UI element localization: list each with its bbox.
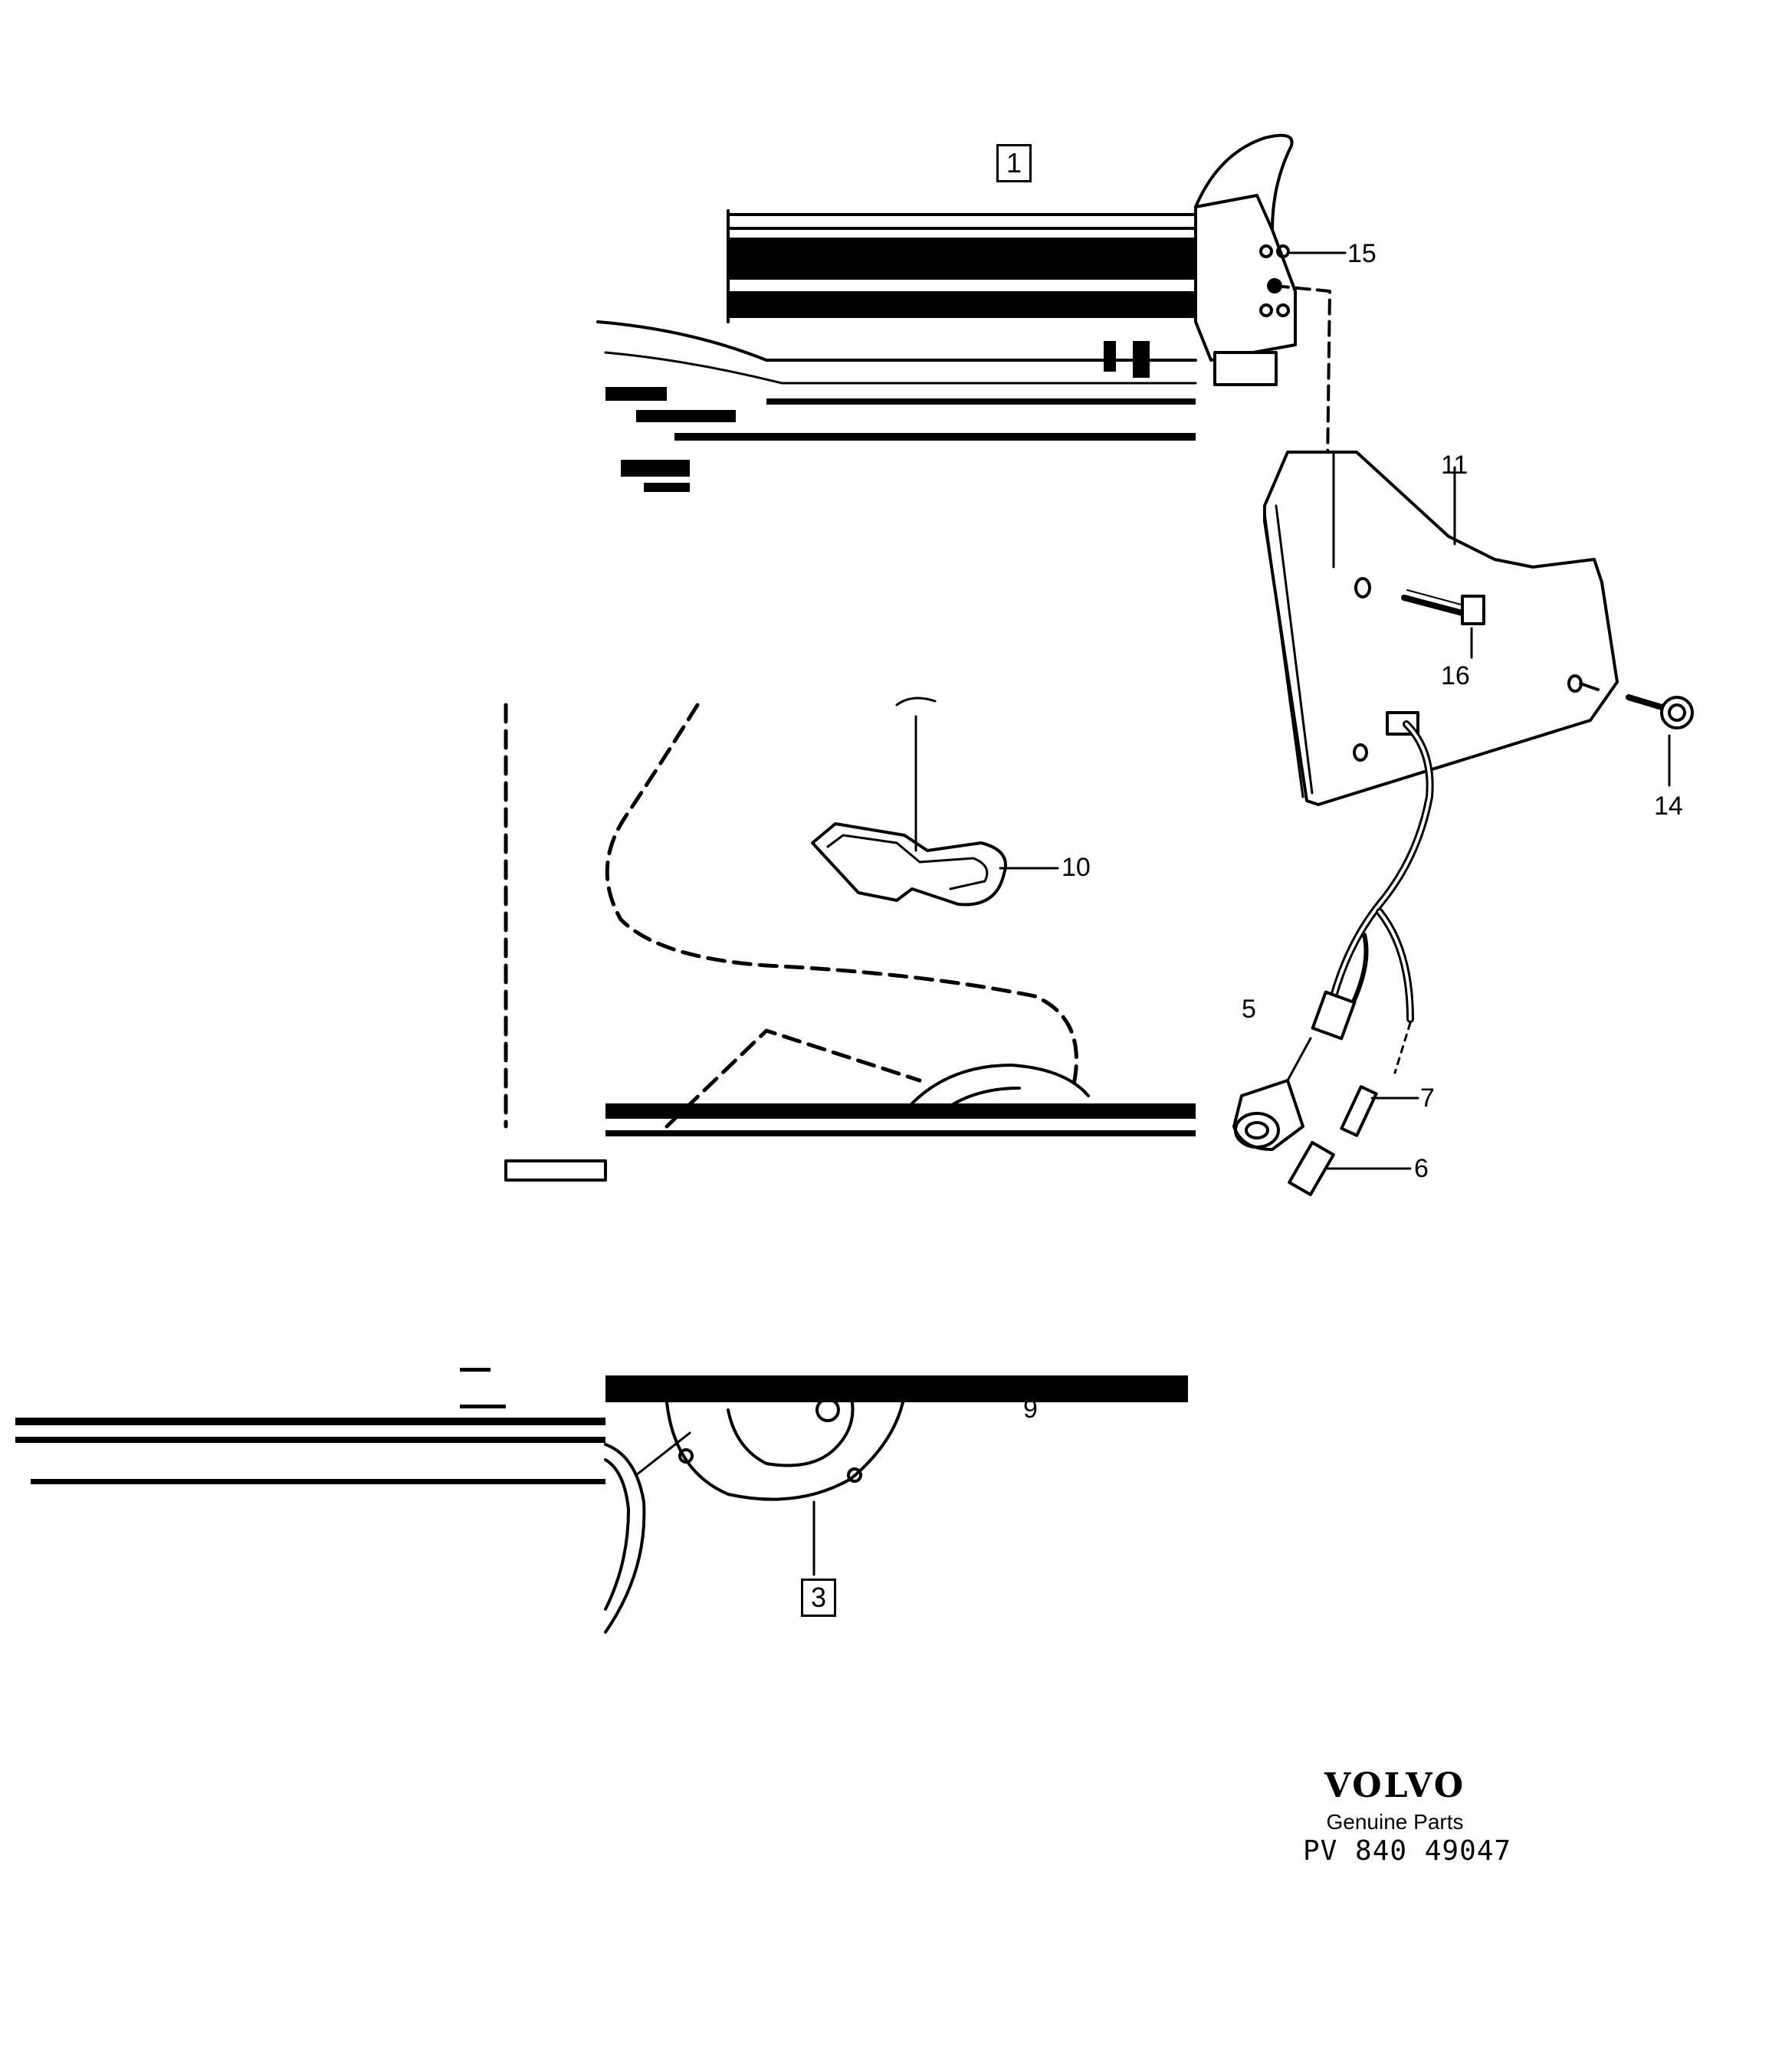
- bolt-16: [1354, 577, 1485, 659]
- callout-6: 6: [1414, 1154, 1429, 1183]
- lower-sill-strips: [15, 1368, 605, 1484]
- upper-trim-panel: [596, 209, 1197, 492]
- callout-16: 16: [1441, 661, 1470, 690]
- callout-9: 9: [1023, 1395, 1038, 1424]
- callout-14: 14: [1654, 792, 1683, 821]
- part-code: PV 840 49047: [1303, 1835, 1512, 1867]
- lamp-socket: [1232, 1079, 1304, 1151]
- side-trim-panel: [1263, 451, 1619, 806]
- callout-3: 3: [801, 1579, 837, 1617]
- lower-lamp-unit: [504, 1064, 1196, 1634]
- callout-10: 10: [1062, 853, 1091, 882]
- bulb-7: [1340, 1085, 1419, 1137]
- corner-bracket: [1194, 133, 1297, 386]
- callout-11: 11: [1441, 451, 1468, 480]
- volvo-logo: VOLVO: [1324, 1766, 1466, 1805]
- wiring-harness: [1286, 720, 1434, 1082]
- callout-1: 1: [996, 144, 1032, 182]
- dashed-outline: [504, 703, 1078, 1129]
- screw-14: [1579, 682, 1694, 787]
- clip-10: [811, 697, 1059, 906]
- callout-15: 15: [1347, 239, 1377, 268]
- callout-7: 7: [1420, 1084, 1435, 1113]
- bulb-6: [1288, 1141, 1412, 1196]
- branding-block: VOLVO Genuine Parts: [1303, 1766, 1487, 1834]
- genuine-parts-label: Genuine Parts: [1326, 1810, 1464, 1834]
- callout-5: 5: [1242, 995, 1256, 1024]
